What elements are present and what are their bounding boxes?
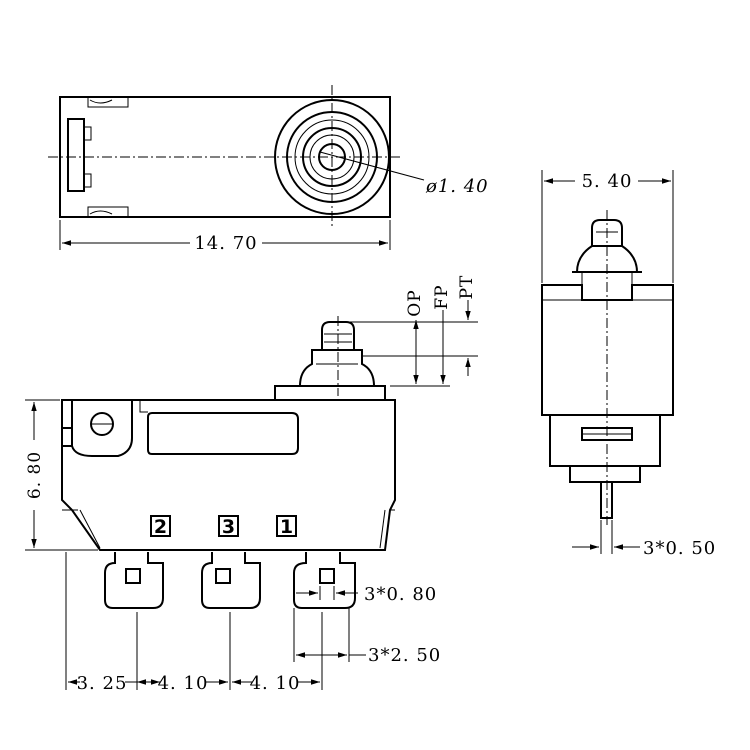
pin-thickness-label: 3*0. 50	[643, 538, 716, 559]
height-label: 6. 80	[25, 451, 45, 499]
terminal-3	[201, 552, 261, 609]
svg-text:1: 1	[280, 516, 293, 538]
pin-width-label: 3*0. 80	[364, 584, 437, 605]
top-length-label: 14. 70	[194, 233, 257, 254]
pin-label-1: 1	[276, 515, 297, 538]
terminal-2	[104, 552, 164, 609]
top-view: 14. 70 ø1. 40	[48, 85, 489, 254]
pt-label: PT	[457, 275, 477, 300]
hole-diameter-label: ø1. 40	[425, 176, 489, 197]
end-width-label: 5. 40	[582, 171, 633, 192]
side-view: 2 3 1 6. 80 OP FP PT 3*0. 80	[25, 275, 478, 694]
terminal-1	[293, 552, 356, 609]
pin-span-label: 3*2. 50	[368, 645, 441, 666]
pin-label-2: 2	[150, 515, 171, 538]
pitch-label-1: 3. 25	[77, 673, 128, 694]
svg-text:2: 2	[154, 516, 167, 538]
op-label: OP	[405, 289, 425, 316]
svg-text:3: 3	[222, 516, 235, 538]
end-view: 5. 40 3*0. 50	[541, 170, 716, 559]
fp-label: FP	[432, 284, 452, 309]
pitch-label-3: 4. 10	[250, 673, 301, 694]
pitch-label-2: 4. 10	[158, 673, 209, 694]
pin-label-3: 3	[218, 515, 239, 538]
